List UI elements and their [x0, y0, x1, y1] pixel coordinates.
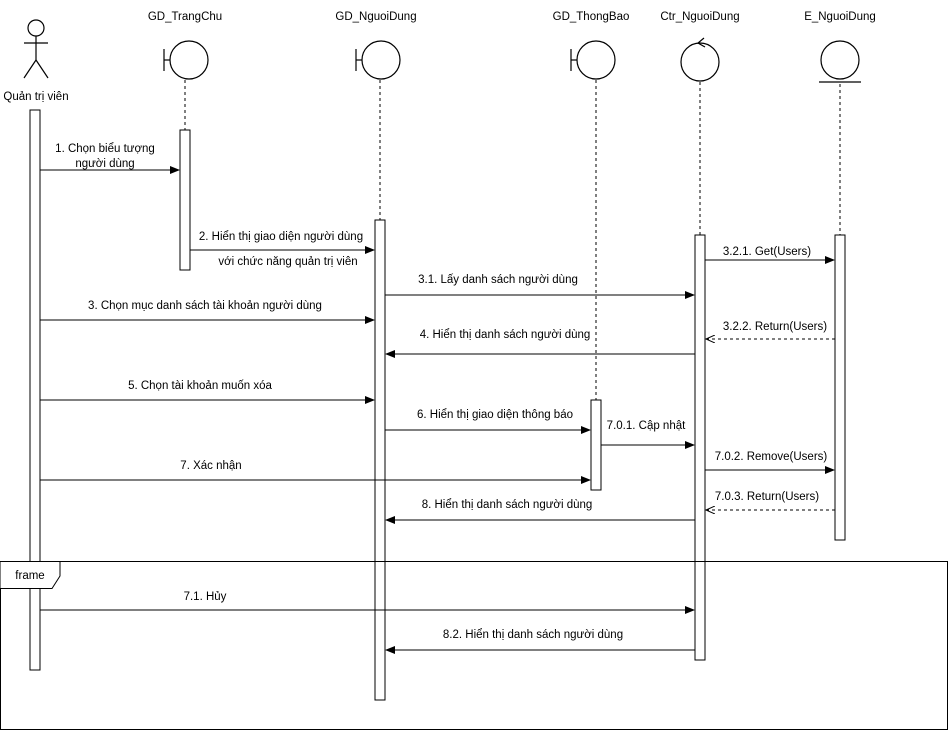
messages: 1. Chọn biểu tượng người dùng 2. Hiển th… — [40, 143, 835, 654]
participant-e-nguoidung: E_NguoiDung — [804, 11, 876, 83]
message-label: 3.2.2. Return(Users) — [723, 321, 827, 333]
boundary-icon — [163, 40, 209, 80]
message-label: 3. Chọn mục danh sách tài khoản người dù… — [88, 300, 322, 312]
lifelines — [184, 80, 841, 400]
participant-ctr-nguoidung: Ctr_NguoiDung — [660, 11, 740, 82]
message-label: 8. Hiển thị danh sách người dùng — [422, 499, 593, 511]
boundary-icon — [355, 40, 401, 80]
activation-bar — [374, 219, 386, 701]
participant-gd-nguoidung: GD_NguoiDung — [335, 11, 417, 80]
message-label: 6. Hiển thị giao diện thông báo — [417, 409, 573, 421]
participant-label: GD_ThongBao — [553, 11, 630, 23]
participant-label: GD_TrangChu — [148, 11, 222, 23]
participant-gd-trangchu: GD_TrangChu — [148, 11, 222, 80]
message-label: 2. Hiển thị giao diện người dùng — [199, 231, 363, 243]
message-label: 7.0.2. Remove(Users) — [715, 451, 828, 463]
activation-bar — [590, 399, 602, 491]
participant-gd-thongbao: GD_ThongBao — [553, 11, 630, 80]
combined-fragment-frame: frame — [0, 561, 948, 730]
message-label: 7. Xác nhận — [180, 460, 241, 472]
message-label: 5. Chọn tài khoản muốn xóa — [128, 380, 272, 392]
actor-label: Quản trị viên — [3, 91, 68, 103]
message-label: 8.2. Hiển thị danh sách người dùng — [443, 629, 623, 641]
message-label: 7.1. Hủy — [184, 591, 227, 603]
activation-bar — [694, 234, 706, 661]
participant-label: GD_NguoiDung — [335, 11, 416, 23]
message-label: 3.1. Lấy danh sách người dùng — [418, 274, 578, 286]
control-icon — [680, 37, 720, 82]
activation-bar — [834, 234, 846, 541]
message-label: 4. Hiển thị danh sách người dùng — [420, 329, 591, 341]
entity-icon — [819, 40, 861, 83]
participant-label: Ctr_NguoiDung — [660, 11, 739, 23]
activation-bar — [179, 129, 191, 271]
message-label: với chức năng quản trị viên — [218, 256, 357, 268]
activation-bar — [29, 109, 41, 671]
message-label: 7.0.3. Return(Users) — [715, 491, 819, 503]
actor-head-icon — [27, 19, 45, 37]
message-label: 1. Chọn biểu tượng — [55, 143, 155, 155]
activation-bars — [29, 109, 846, 701]
message-label: người dùng — [75, 158, 134, 170]
boundary-icon — [570, 40, 616, 80]
message-label: 3.2.1. Get(Users) — [723, 246, 811, 258]
message-label: 7.0.1. Cập nhật — [607, 420, 686, 432]
participant-label: E_NguoiDung — [804, 11, 876, 23]
actor-quan-tri-vien: Quản trị viên — [3, 19, 69, 103]
frame-label: frame — [15, 570, 44, 582]
